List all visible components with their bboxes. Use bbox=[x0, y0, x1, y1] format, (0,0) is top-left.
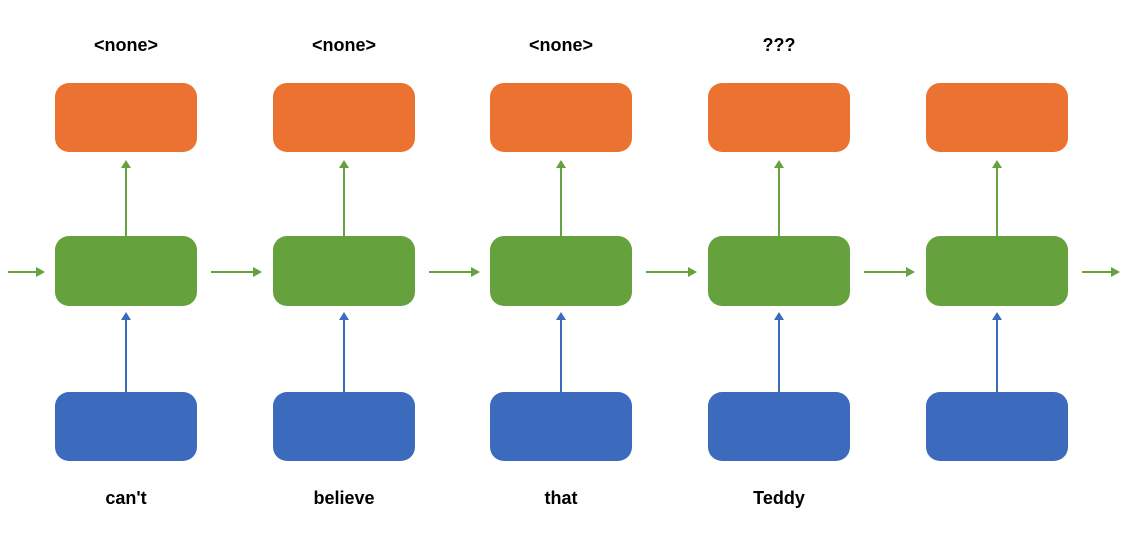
input-arrow-icon bbox=[556, 312, 566, 392]
hidden-state-box bbox=[708, 236, 850, 306]
recurrent-arrow-icon-3 bbox=[646, 267, 697, 277]
recurrent-arrow-icon-1 bbox=[211, 267, 262, 277]
hidden-state-box bbox=[55, 236, 197, 306]
output-box bbox=[490, 83, 632, 152]
output-box bbox=[926, 83, 1068, 152]
output-label: <none> bbox=[528, 35, 594, 55]
input-box bbox=[273, 392, 415, 461]
hidden-state-box bbox=[926, 236, 1068, 306]
input-box bbox=[490, 392, 632, 461]
input-label: can't bbox=[105, 488, 147, 508]
output-label: ??? bbox=[762, 35, 796, 55]
hidden-state-box bbox=[490, 236, 632, 306]
final-state-arrow-icon bbox=[1082, 267, 1120, 277]
hidden-state-box bbox=[273, 236, 415, 306]
input-arrow-icon bbox=[774, 312, 784, 392]
timestep-column-4: ??? Teddy bbox=[708, 0, 850, 533]
output-box bbox=[708, 83, 850, 152]
input-arrow-icon bbox=[121, 312, 131, 392]
output-arrow-icon bbox=[556, 160, 566, 236]
input-arrow-icon bbox=[992, 312, 1002, 392]
output-box bbox=[273, 83, 415, 152]
input-label: Teddy bbox=[753, 488, 805, 508]
recurrent-arrow-icon-4 bbox=[864, 267, 915, 277]
output-box bbox=[55, 83, 197, 152]
recurrent-arrow-icon-2 bbox=[429, 267, 480, 277]
output-label: <none> bbox=[93, 35, 159, 55]
initial-state-arrow-icon bbox=[8, 267, 45, 277]
output-arrow-icon bbox=[121, 160, 131, 236]
input-arrow-icon bbox=[339, 312, 349, 392]
output-label: <none> bbox=[311, 35, 377, 55]
input-label: believe bbox=[313, 488, 375, 508]
timestep-column-5 bbox=[926, 0, 1068, 533]
output-arrow-icon bbox=[992, 160, 1002, 236]
input-label: that bbox=[544, 488, 578, 508]
input-box bbox=[926, 392, 1068, 461]
output-arrow-icon bbox=[339, 160, 349, 236]
output-arrow-icon bbox=[774, 160, 784, 236]
timestep-column-3: <none> that bbox=[490, 0, 632, 533]
timestep-column-1: <none> can't bbox=[55, 0, 197, 533]
input-box bbox=[55, 392, 197, 461]
timestep-column-2: <none> believe bbox=[273, 0, 415, 533]
input-box bbox=[708, 392, 850, 461]
